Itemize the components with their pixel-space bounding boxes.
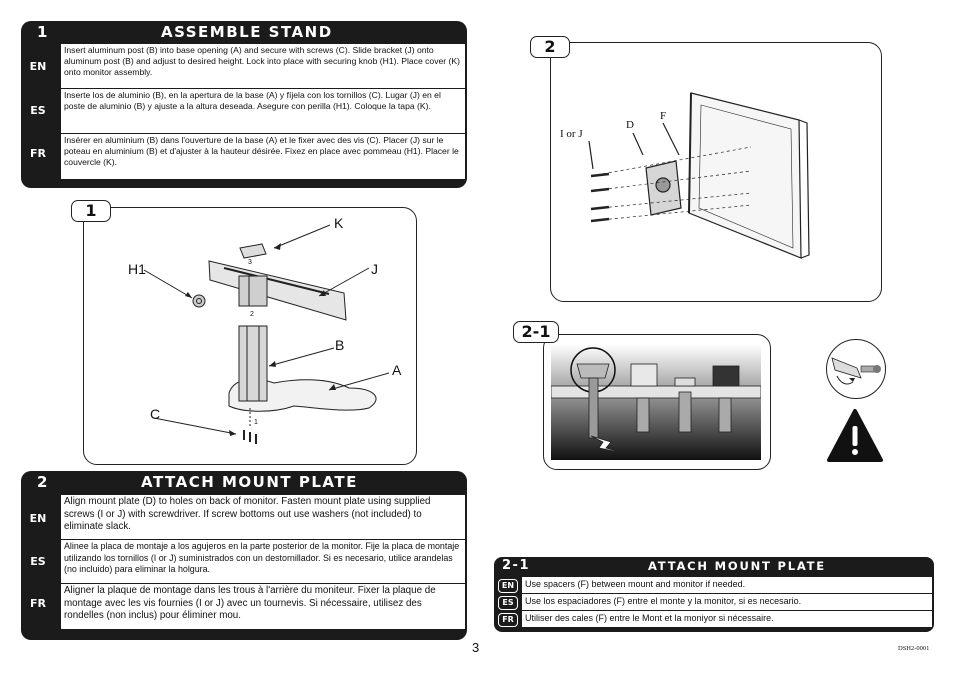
- lang-block-es: ES Alinee la placa de montaje a los aguj…: [21, 540, 467, 583]
- instruction-text-fr: Insérer en aluminium (B) dans l'ouvertur…: [61, 134, 465, 179]
- instruction-text-en: Use spacers (F) between mount and monito…: [522, 577, 932, 593]
- label-i-or-j: I or J: [560, 128, 583, 140]
- section-title: ATTACH MOUNT PLATE: [141, 473, 358, 491]
- panel-header: 2-1 ATTACH MOUNT PLATE: [494, 557, 934, 575]
- lang-badge-en: EN: [498, 579, 518, 593]
- figure-2-1-tag: 2-1: [513, 321, 559, 343]
- instruction-text-en: Insert aluminum post (B) into base openi…: [61, 44, 465, 88]
- instruction-text-es: Use los espaciadores (F) entre el monte …: [522, 594, 932, 610]
- lang-block-en: EN Align mount plate (D) to holes on bac…: [21, 495, 467, 539]
- lang-block-es: ES Use los espaciadores (F) entre el mon…: [494, 594, 934, 610]
- page-number: 3: [472, 640, 480, 655]
- lang-block-en: EN Use spacers (F) between mount and mon…: [494, 577, 934, 593]
- instruction-text-es: Alinee la placa de montaje a los agujero…: [61, 540, 465, 583]
- count-c: 1: [254, 419, 258, 426]
- spacer-cross-section: [551, 344, 761, 460]
- instruction-text-fr: Utiliser des cales (F) entre le Mont et …: [522, 611, 932, 627]
- figure-1-tag: 1: [71, 200, 111, 222]
- screwdriver-detail-icon: [826, 339, 886, 399]
- stand-diagram: [143, 224, 390, 444]
- label-f: F: [660, 110, 667, 122]
- lang-badge-es: ES: [498, 596, 518, 610]
- lang-block-fr: FR Insérer en aluminium (B) dans l'ouver…: [21, 134, 467, 179]
- lang-badge-es: ES: [25, 554, 51, 570]
- lang-block-es: ES Inserte los de aluminio (B), en la ap…: [21, 89, 467, 133]
- attach-mount-plate-panel: 2 ATTACH MOUNT PLATE EN Align mount plat…: [21, 471, 467, 640]
- lang-badge-fr: FR: [498, 613, 518, 627]
- lang-block-fr: FR Utiliser des cales (F) entre le Mont …: [494, 611, 934, 627]
- label-b: B: [335, 337, 345, 353]
- step-number: 2-1: [502, 558, 530, 573]
- document-code: DSH2-0001: [898, 645, 930, 652]
- label-j: J: [371, 261, 378, 277]
- label-a: A: [392, 362, 402, 378]
- step-number: 2: [37, 473, 48, 491]
- label-h1: H1: [128, 261, 146, 277]
- step-number: 1: [37, 23, 48, 41]
- figure-2-tag: 2: [530, 36, 570, 58]
- lang-badge-en: EN: [25, 59, 51, 75]
- lang-badge-fr: FR: [25, 146, 51, 162]
- monitor-mount-diagram: [588, 92, 810, 259]
- lang-block-en: EN Insert aluminum post (B) into base op…: [21, 44, 467, 88]
- instruction-text-en: Align mount plate (D) to holes on back o…: [61, 495, 465, 539]
- instruction-text-fr: Aligner la plaque de montage dans les tr…: [61, 584, 465, 629]
- attach-mount-plate-2-1-panel: 2-1 ATTACH MOUNT PLATE EN Use spacers (F…: [494, 557, 934, 632]
- label-c: C: [150, 406, 161, 422]
- panel-header: 1 ASSEMBLE STAND: [21, 21, 467, 43]
- lang-badge-es: ES: [25, 103, 51, 119]
- count-j: 2: [250, 311, 254, 318]
- count-k: 3: [248, 259, 252, 266]
- section-title: ASSEMBLE STAND: [161, 23, 333, 41]
- panel-header: 2 ATTACH MOUNT PLATE: [21, 471, 467, 493]
- lang-badge-fr: FR: [25, 596, 51, 612]
- assemble-stand-panel: 1 ASSEMBLE STAND EN Insert aluminum post…: [21, 21, 467, 188]
- section-title: ATTACH MOUNT PLATE: [648, 559, 826, 573]
- lang-badge-en: EN: [25, 511, 51, 527]
- label-d: D: [626, 119, 634, 131]
- lang-block-fr: FR Aligner la plaque de montage dans les…: [21, 584, 467, 629]
- warning-icon: [827, 409, 883, 462]
- instruction-text-es: Inserte los de aluminio (B), en la apert…: [61, 89, 465, 133]
- label-k: K: [334, 215, 344, 231]
